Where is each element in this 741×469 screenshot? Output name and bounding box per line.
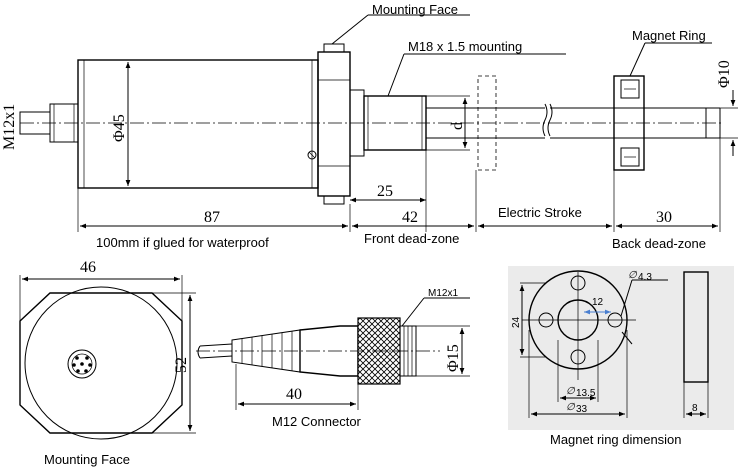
phi10-dimension: Φ10 xyxy=(716,60,733,88)
ring-dim-4-3: 4.3 xyxy=(638,272,652,283)
phi45-dimension: Φ45 xyxy=(111,114,128,142)
magnet-ring-dimension-label: Magnet ring dimension xyxy=(550,432,682,447)
phi15-dimension: Φ15 xyxy=(445,344,462,372)
ring-dim-13-5: 13.5 xyxy=(576,388,596,399)
dim-42: 42 xyxy=(402,209,418,226)
m12x1-left-dimension: M12x1 xyxy=(1,104,18,150)
electric-stroke-label: Electric Stroke xyxy=(498,205,582,220)
magnet-ring-dimension-view: 12 ∅ 4.3 24 ∅ 13.5 ∅ 33 8 Magnet ring di… xyxy=(508,266,734,447)
dim-87: 87 xyxy=(204,209,220,226)
front-dead-zone-label: Front dead-zone xyxy=(364,231,459,246)
m12x1-connector-dimension: M12x1 xyxy=(428,288,458,299)
ring-dim-12: 12 xyxy=(592,297,604,308)
svg-text:∅: ∅ xyxy=(566,402,576,413)
mounting-face-bottom-label: Mounting Face xyxy=(44,452,130,467)
m12-connector-label: M12 Connector xyxy=(272,414,362,429)
svg-text:∅: ∅ xyxy=(628,270,638,281)
dim-25: 25 xyxy=(377,183,393,200)
mounting-face-view: 46 52 Mounting Face xyxy=(19,259,196,467)
dim-52: 52 xyxy=(173,357,190,373)
dim-40: 40 xyxy=(286,386,302,403)
d-dimension: d xyxy=(449,122,466,130)
svg-text:∅: ∅ xyxy=(566,386,576,397)
sensor-side-view: Mounting Face M18 x 1.5 mounting Magnet … xyxy=(1,2,738,251)
back-dead-zone-label: Back dead-zone xyxy=(612,236,706,251)
magnet-ring-top-label: Magnet Ring xyxy=(632,28,706,43)
ring-dim-33: 33 xyxy=(576,404,588,415)
ring-dim-24: 24 xyxy=(511,316,522,328)
glued-note-label: 100mm if glued for waterproof xyxy=(96,235,269,250)
mounting-face-top-label: Mounting Face xyxy=(372,2,458,17)
ring-dim-8: 8 xyxy=(692,403,698,414)
dim-30: 30 xyxy=(656,209,672,226)
m12-connector-view: M12x1 Φ15 40 M12 Connector xyxy=(196,288,470,429)
dim-46: 46 xyxy=(80,259,96,276)
m18-mounting-label: M18 x 1.5 mounting xyxy=(408,39,522,54)
